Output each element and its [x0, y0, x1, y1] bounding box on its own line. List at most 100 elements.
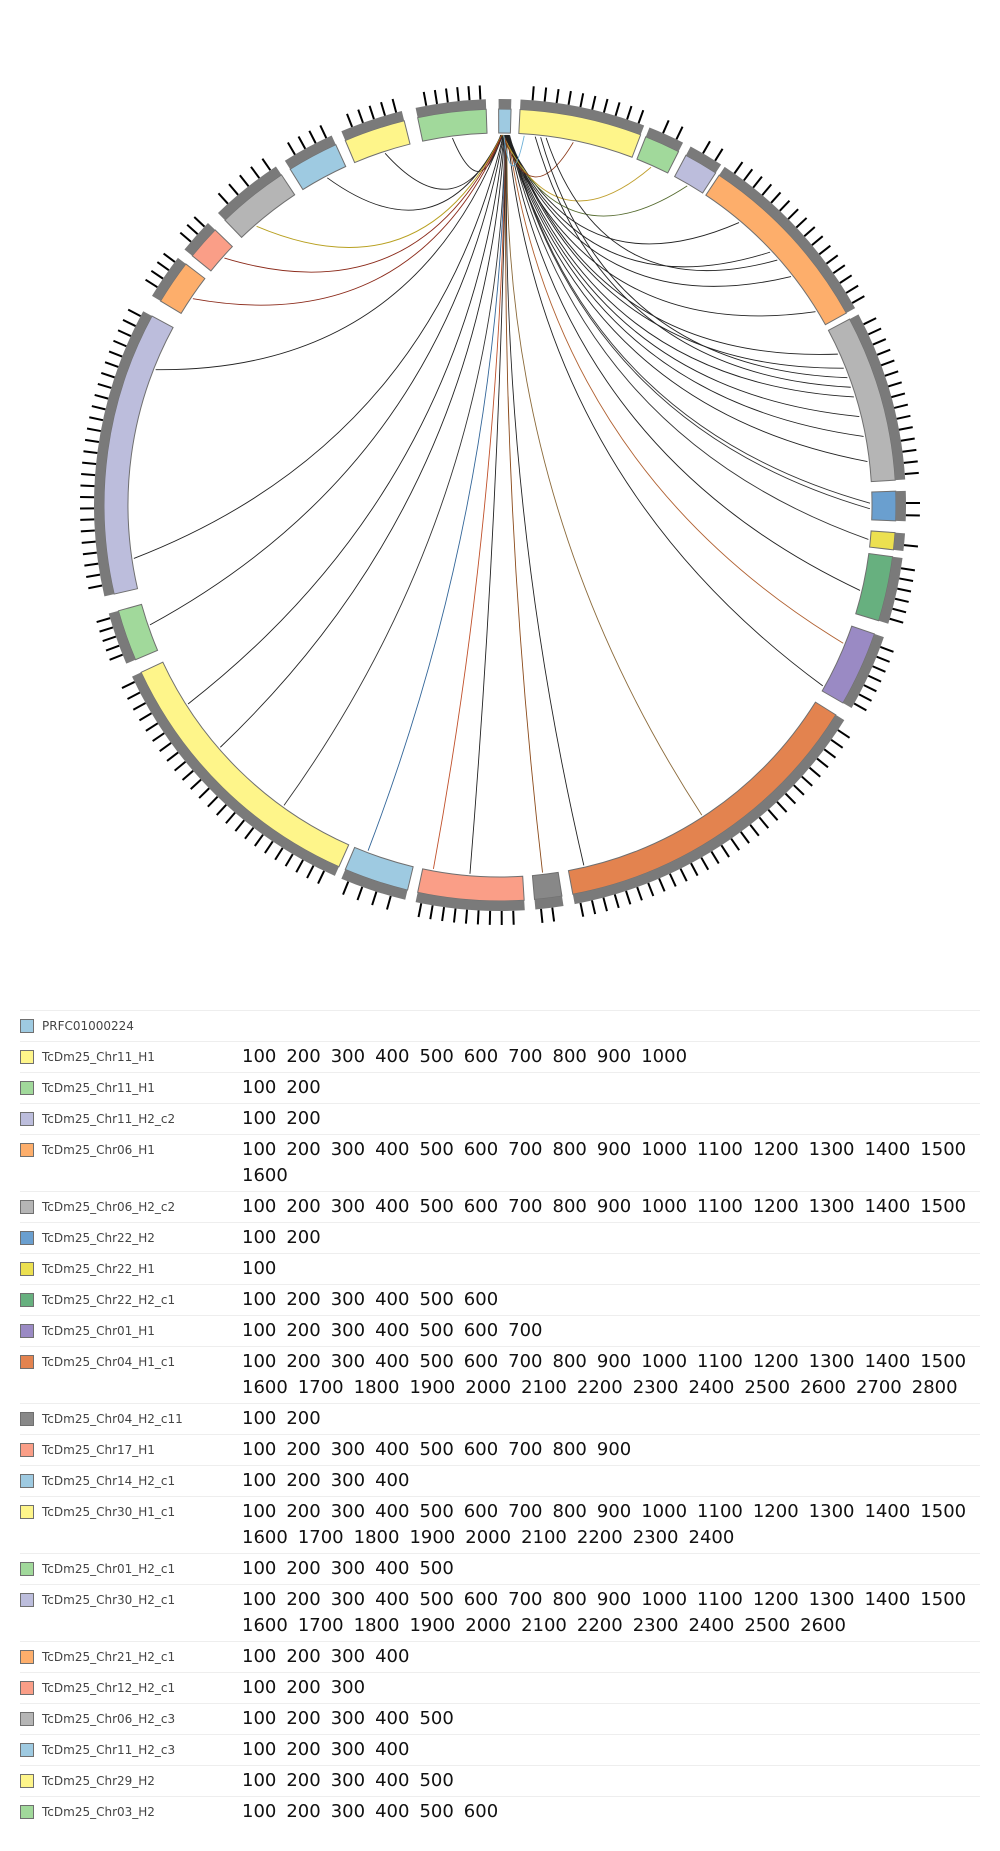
segment-color-swatch — [20, 1200, 34, 1214]
tick-mark — [191, 780, 201, 789]
tick-label: 500 — [419, 1707, 453, 1731]
segment-tcdm25-chr01-h1[interactable] — [822, 626, 893, 710]
segment-color-swatch — [20, 1293, 34, 1307]
segment-tcdm25-chr14-h2-c1[interactable] — [341, 847, 413, 909]
tick-mark — [888, 382, 901, 386]
segment-name-label: TcDm25_Chr04_H1_c1 — [42, 1350, 242, 1374]
tick-label: 1000 — [641, 1195, 687, 1219]
segment-name-label: TcDm25_Chr30_H1_c1 — [42, 1500, 242, 1524]
tick-mark — [110, 655, 123, 660]
tick-mark — [592, 900, 595, 914]
segment-arc[interactable] — [104, 316, 173, 594]
segment-arc[interactable] — [499, 109, 511, 133]
segment-arc[interactable] — [870, 531, 895, 550]
segment-tcdm25-chr29-h2[interactable] — [341, 99, 410, 163]
segment-tcdm25-chr03-h2[interactable] — [416, 85, 487, 141]
tick-mark — [880, 647, 893, 652]
tick-label: 800 — [553, 1588, 587, 1612]
tick-mark — [343, 882, 348, 895]
segment-name-label: TcDm25_Chr11_H1 — [42, 1076, 242, 1100]
tick-label: 100 — [242, 1407, 276, 1431]
tick-mark — [731, 839, 739, 851]
tick-label: 100 — [242, 1045, 276, 1069]
segment-color-swatch — [20, 1324, 34, 1338]
segment-tcdm25-chr11-h1[interactable] — [637, 120, 683, 173]
tick-mark — [146, 280, 158, 288]
tick-mark — [97, 618, 110, 622]
segment-tcdm25-chr21-h2-c1[interactable] — [146, 254, 205, 314]
tick-mark — [794, 785, 804, 795]
segment-tcdm25-chr30-h1-c1[interactable] — [122, 662, 349, 883]
tick-mark — [226, 813, 235, 824]
segment-tcdm25-chr11-h2-c3[interactable] — [285, 125, 346, 189]
tick-mark — [759, 817, 768, 828]
segment-arc[interactable] — [141, 662, 349, 867]
tick-label: 100 — [242, 1288, 276, 1312]
tick-mark — [885, 371, 898, 375]
segment-tcdm25-chr04-h2-c11[interactable] — [532, 872, 563, 922]
segment-name-label: TcDm25_Chr29_H2 — [42, 1769, 242, 1793]
segment-tcdm25-chr30-h2-c1[interactable] — [80, 310, 173, 597]
tick-label: 200 — [286, 1138, 320, 1162]
tick-mark — [864, 318, 877, 324]
tick-label: 2300 — [633, 1526, 679, 1550]
tick-label: 300 — [331, 1800, 365, 1824]
segment-prfc01000224[interactable] — [499, 99, 512, 133]
tick-label: 300 — [331, 1288, 365, 1312]
segment-tcdm25-chr06-h1[interactable] — [706, 162, 864, 325]
tick-label: 500 — [419, 1557, 453, 1581]
segment-color-swatch — [20, 1774, 34, 1788]
segment-arc[interactable] — [872, 491, 896, 521]
segment-tcdm25-chr11-h1[interactable] — [519, 86, 644, 157]
tick-label: 900 — [597, 1195, 631, 1219]
segment-color-swatch — [20, 1593, 34, 1607]
segment-tcdm25-chr12-h2-c1[interactable] — [180, 217, 232, 271]
tick-label: 1300 — [809, 1500, 855, 1524]
tick-mark — [299, 136, 306, 148]
segment-tcdm25-chr22-h2-c1[interactable] — [856, 554, 915, 624]
segment-arc[interactable] — [532, 872, 562, 899]
segment-tcdm25-chr22-h2[interactable] — [872, 491, 920, 521]
tick-mark — [852, 296, 864, 303]
tick-label: 200 — [286, 1438, 320, 1462]
segment-arc[interactable] — [568, 702, 835, 894]
tick-label: 200 — [286, 1769, 320, 1793]
tick-mark — [552, 908, 554, 922]
tick-mark — [347, 114, 352, 127]
segment-tcdm25-chr06-h2-c3[interactable] — [218, 159, 295, 238]
tick-mark — [637, 887, 642, 900]
link-8 — [150, 135, 504, 625]
tick-mark — [92, 406, 106, 409]
tick-label: 1100 — [697, 1588, 743, 1612]
tick-label: 900 — [597, 1438, 631, 1462]
segment-tcdm25-chr04-h1-c1[interactable] — [568, 702, 849, 917]
tick-mark — [812, 236, 823, 245]
tick-label: 300 — [331, 1350, 365, 1374]
tick-label: 100 — [242, 1500, 276, 1524]
tick-label: 2100 — [521, 1614, 567, 1638]
tick-label: 1400 — [864, 1500, 910, 1524]
tick-mark — [307, 866, 313, 878]
tick-mark — [810, 768, 821, 777]
tick-mark — [468, 86, 469, 100]
tick-mark — [670, 874, 676, 887]
tick-label: 500 — [419, 1319, 453, 1343]
segment-tcdm25-chr22-h1[interactable] — [870, 531, 918, 551]
tick-mark — [840, 275, 852, 283]
segment-color-swatch — [20, 1562, 34, 1576]
tick-label: 600 — [464, 1588, 498, 1612]
segment-tcdm25-chr01-h2-c1[interactable] — [97, 604, 158, 663]
segment-tcdm25-chr17-h1[interactable] — [416, 869, 525, 925]
tick-mark — [118, 330, 131, 336]
tick-mark — [218, 193, 227, 203]
